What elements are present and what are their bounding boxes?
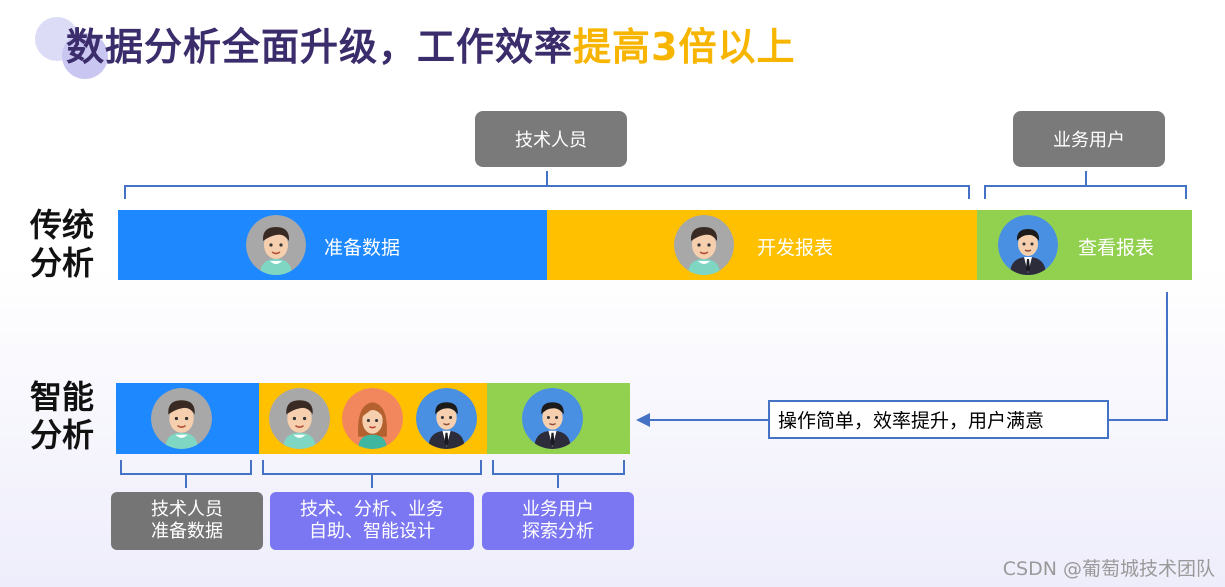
role-business-label: 业务用户 (1053, 130, 1125, 151)
businessman-avatar-icon (998, 215, 1058, 275)
boy-avatar-icon (151, 388, 212, 449)
bottom-box-tech-prepare: 技术人员 准备数据 (111, 492, 263, 550)
role-tech-label: 技术人员 (515, 130, 587, 151)
title-main: 数据分析全面升级，工作效率 (66, 25, 574, 69)
page-title: 数据分析全面升级，工作效率提高3倍以上 (66, 16, 795, 71)
step-label: 查看报表 (1078, 237, 1155, 259)
watermark: CSDN @葡萄城技术团队 (1002, 558, 1215, 580)
decor-circle (62, 33, 108, 79)
brace-icon (492, 460, 625, 488)
boy-avatar-icon (674, 215, 734, 275)
brace-icon (984, 171, 1187, 199)
connector-line (1108, 292, 1168, 421)
woman-avatar-icon (342, 388, 403, 449)
benefit-note: 操作简单，效率提升，用户满意 (768, 400, 1109, 439)
bottom-box-business-explore: 业务用户 探索分析 (482, 492, 634, 550)
role-tech-box: 技术人员 (475, 111, 627, 167)
traditional-label: 传统 分析 (30, 206, 95, 282)
brace-icon (120, 460, 252, 488)
step-label: 开发报表 (757, 237, 834, 259)
benefit-note-text: 操作简单，效率提升，用户满意 (778, 410, 1045, 432)
smart-label: 智能 分析 (30, 378, 95, 454)
brace-icon (124, 171, 970, 199)
step-label: 准备数据 (324, 237, 401, 259)
title-highlight: 提高3倍以上 (573, 25, 796, 69)
step-prepare-data (118, 210, 547, 280)
bottom-box-self-service: 技术、分析、业务 自助、智能设计 (270, 492, 474, 550)
brace-icon (262, 460, 482, 488)
step-develop-report (547, 210, 977, 280)
boy-avatar-icon (246, 215, 306, 275)
boy-avatar-icon (269, 388, 330, 449)
businessman-avatar-icon (522, 388, 583, 449)
arrow-left-icon (636, 413, 650, 427)
businessman-avatar-icon (416, 388, 477, 449)
role-business-box: 业务用户 (1013, 111, 1165, 167)
